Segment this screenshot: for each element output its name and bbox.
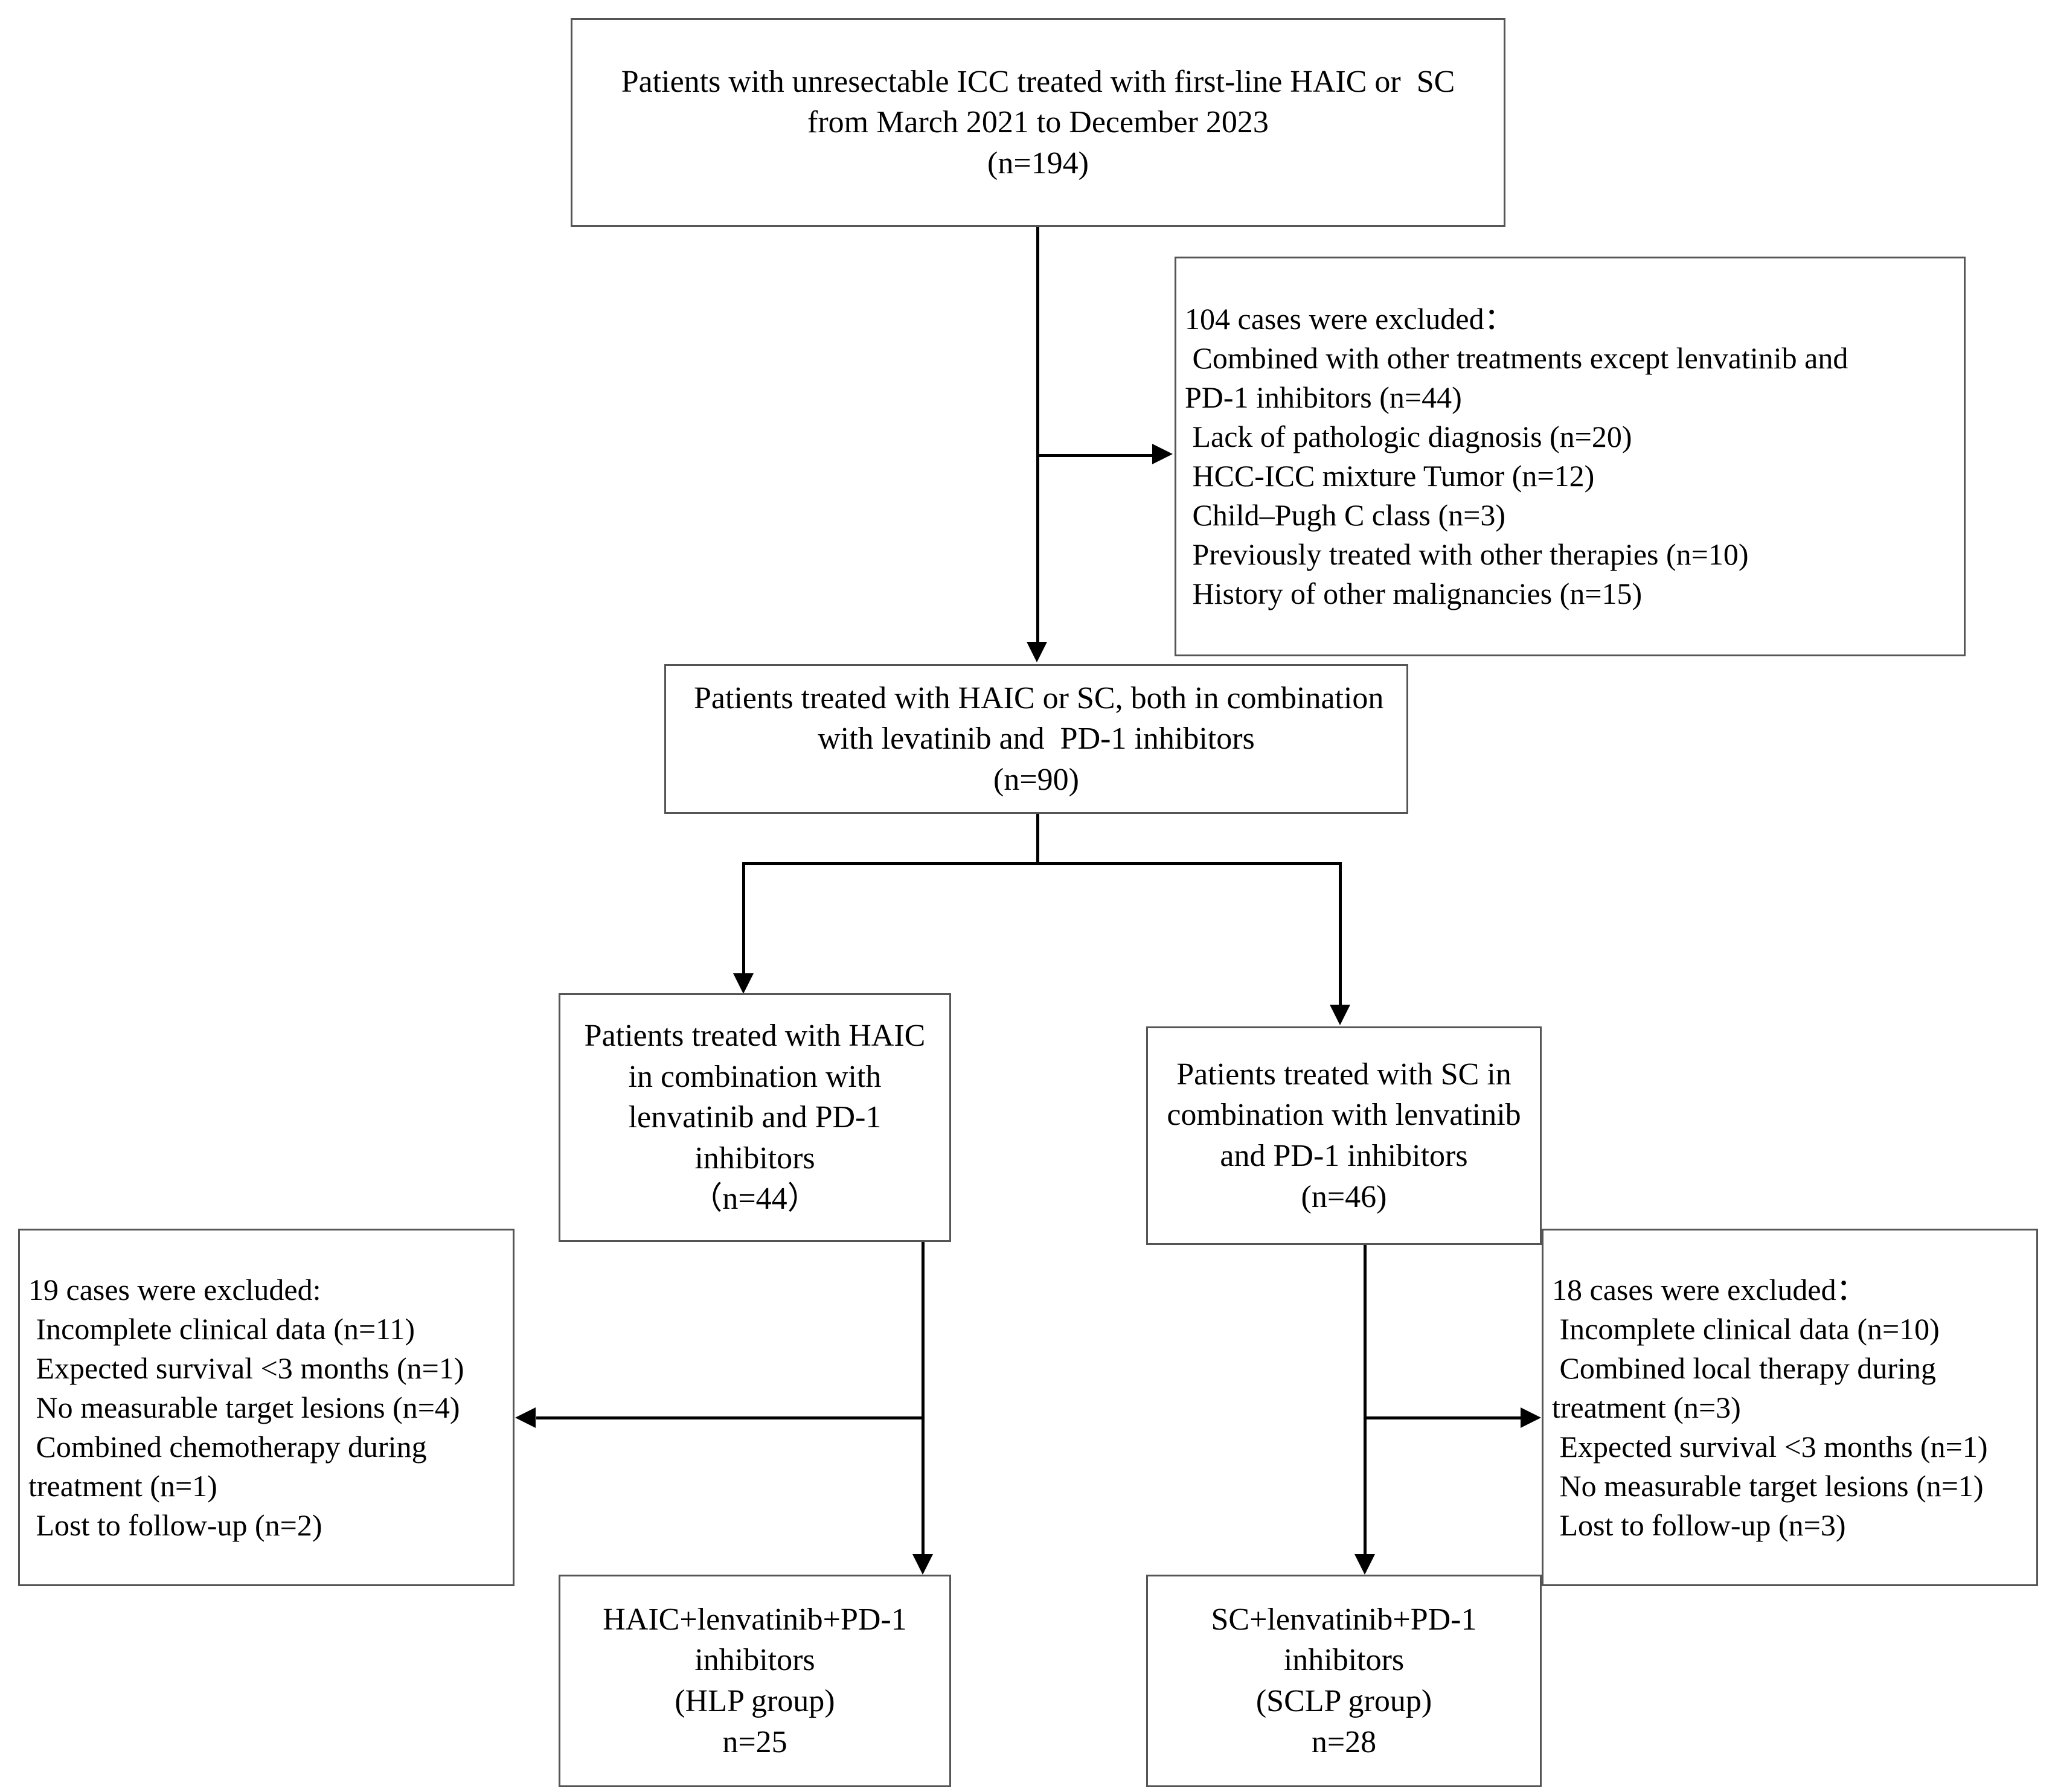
enrollment-line-1: Patients with unresectable ICC treated w… xyxy=(621,64,1455,99)
excluded19-line-4: No measurable target lesions (n=4) xyxy=(28,1390,460,1424)
box-excluded-19: 19 cases were excluded: Incomplete clini… xyxy=(18,1229,514,1586)
haic-branch-line-4: inhibitors xyxy=(694,1141,815,1176)
hlp-line-2: inhibitors xyxy=(694,1643,815,1678)
box-excluded-18: 18 cases were excluded： Incomplete clini… xyxy=(1542,1229,2038,1586)
excluded104-line-6: Child–Pugh C class (n=3) xyxy=(1185,498,1505,532)
excluded104-line-2: Combined with other treatments except le… xyxy=(1185,341,1848,375)
excluded19-line-5: Combined chemotherapy during xyxy=(28,1429,427,1464)
connector-fork-left-leg xyxy=(742,862,745,976)
box-haic-branch: Patients treated with HAIC in combinatio… xyxy=(559,993,951,1242)
connector-eligible-to-fork xyxy=(1036,812,1039,865)
connector-sc-to-sclp xyxy=(1364,1244,1367,1556)
eligible90-line-2: with levatinib and PD-1 inhibitors xyxy=(818,722,1255,757)
box-sclp-group: SC+lenvatinib+PD-1 inhibitors (SCLP grou… xyxy=(1146,1575,1542,1787)
excluded19-line-1: 19 cases were excluded: xyxy=(28,1272,321,1307)
excluded104-line-4: Lack of pathologic diagnosis (n=20) xyxy=(1185,420,1632,453)
excluded19-line-3: Expected survival <3 months (n=1) xyxy=(28,1351,464,1385)
box-excluded-104: 104 cases were excluded： Combined with o… xyxy=(1175,257,1966,656)
excluded19-line-6: treatment (n=1) xyxy=(28,1468,217,1503)
excluded18-line-1: 18 cases were excluded： xyxy=(1552,1272,1867,1307)
box-eligible-90: Patients treated with HAIC or SC, both i… xyxy=(664,664,1408,814)
arrowhead-haic-to-hlp xyxy=(912,1554,933,1575)
sclp-line-4: n=28 xyxy=(1311,1724,1377,1759)
hlp-line-1: HAIC+lenvatinib+PD-1 xyxy=(603,1602,907,1637)
enrollment-line-3: (n=194) xyxy=(987,146,1089,181)
sclp-line-2: inhibitors xyxy=(1283,1643,1405,1678)
excluded104-line-5: HCC-ICC mixture Tumor (n=12) xyxy=(1185,459,1595,493)
arrowhead-haic-to-excluded19 xyxy=(515,1407,536,1428)
sclp-line-1: SC+lenvatinib+PD-1 xyxy=(1211,1602,1477,1637)
arrowhead-fork-to-sc xyxy=(1330,1005,1350,1025)
connector-enrollment-to-eligible xyxy=(1036,226,1039,643)
box-sc-branch: Patients treated with SC in combination … xyxy=(1146,1026,1542,1245)
arrowhead-enrollment-to-excluded104 xyxy=(1152,444,1173,464)
sc-branch-line-3: and PD-1 inhibitors xyxy=(1220,1139,1468,1173)
haic-branch-line-2: in combination with xyxy=(628,1059,882,1094)
excluded104-line-3: PD-1 inhibitors (n=44) xyxy=(1185,380,1462,414)
eligible90-line-1: Patients treated with HAIC or SC, both i… xyxy=(694,680,1384,715)
box-hlp-group: HAIC+lenvatinib+PD-1 inhibitors (HLP gro… xyxy=(559,1575,951,1787)
sclp-line-3: (SCLP group) xyxy=(1255,1684,1432,1718)
connector-sc-to-excluded18 xyxy=(1364,1416,1522,1419)
excluded19-line-7: Lost to follow-up (n=2) xyxy=(28,1508,322,1542)
excluded18-line-7: Lost to follow-up (n=3) xyxy=(1552,1508,1846,1542)
hlp-line-3: (HLP group) xyxy=(675,1684,835,1718)
excluded104-line-7: Previously treated with other therapies … xyxy=(1185,537,1749,571)
connector-fork-right-leg xyxy=(1339,862,1342,1007)
hlp-line-4: n=25 xyxy=(722,1724,787,1759)
arrowhead-fork-to-haic xyxy=(733,973,754,994)
box-enrollment: Patients with unresectable ICC treated w… xyxy=(571,18,1505,227)
sc-branch-line-4: (n=46) xyxy=(1301,1179,1387,1214)
excluded19-line-2: Incomplete clinical data (n=11) xyxy=(28,1311,415,1346)
connector-enrollment-to-excluded104 xyxy=(1036,454,1154,457)
enrollment-line-2: from March 2021 to December 2023 xyxy=(807,105,1269,140)
excluded18-line-3: Combined local therapy during xyxy=(1552,1351,1936,1385)
eligible90-line-3: (n=90) xyxy=(993,762,1079,797)
connector-haic-to-hlp xyxy=(922,1241,925,1556)
sc-branch-line-2: combination with lenvatinib xyxy=(1167,1098,1521,1133)
connector-fork-bar xyxy=(742,862,1341,865)
arrowhead-sc-to-sclp xyxy=(1354,1554,1375,1575)
excluded18-line-4: treatment (n=3) xyxy=(1552,1390,1741,1424)
excluded18-line-5: Expected survival <3 months (n=1) xyxy=(1552,1429,1988,1464)
haic-branch-line-1: Patients treated with HAIC xyxy=(584,1019,926,1054)
excluded104-line-8: History of other malignancies (n=15) xyxy=(1185,577,1643,610)
excluded18-line-2: Incomplete clinical data (n=10) xyxy=(1552,1311,1940,1346)
arrowhead-enrollment-to-eligible xyxy=(1027,642,1047,662)
haic-branch-line-5: （n=44） xyxy=(691,1182,819,1217)
connector-haic-to-excluded19 xyxy=(536,1416,923,1419)
arrowhead-sc-to-excluded18 xyxy=(1521,1407,1541,1428)
sc-branch-line-1: Patients treated with SC in xyxy=(1176,1057,1511,1092)
haic-branch-line-3: lenvatinib and PD-1 xyxy=(628,1100,882,1135)
excluded18-line-6: No measurable target lesions (n=1) xyxy=(1552,1468,1984,1503)
excluded104-line-1: 104 cases were excluded： xyxy=(1185,302,1515,336)
